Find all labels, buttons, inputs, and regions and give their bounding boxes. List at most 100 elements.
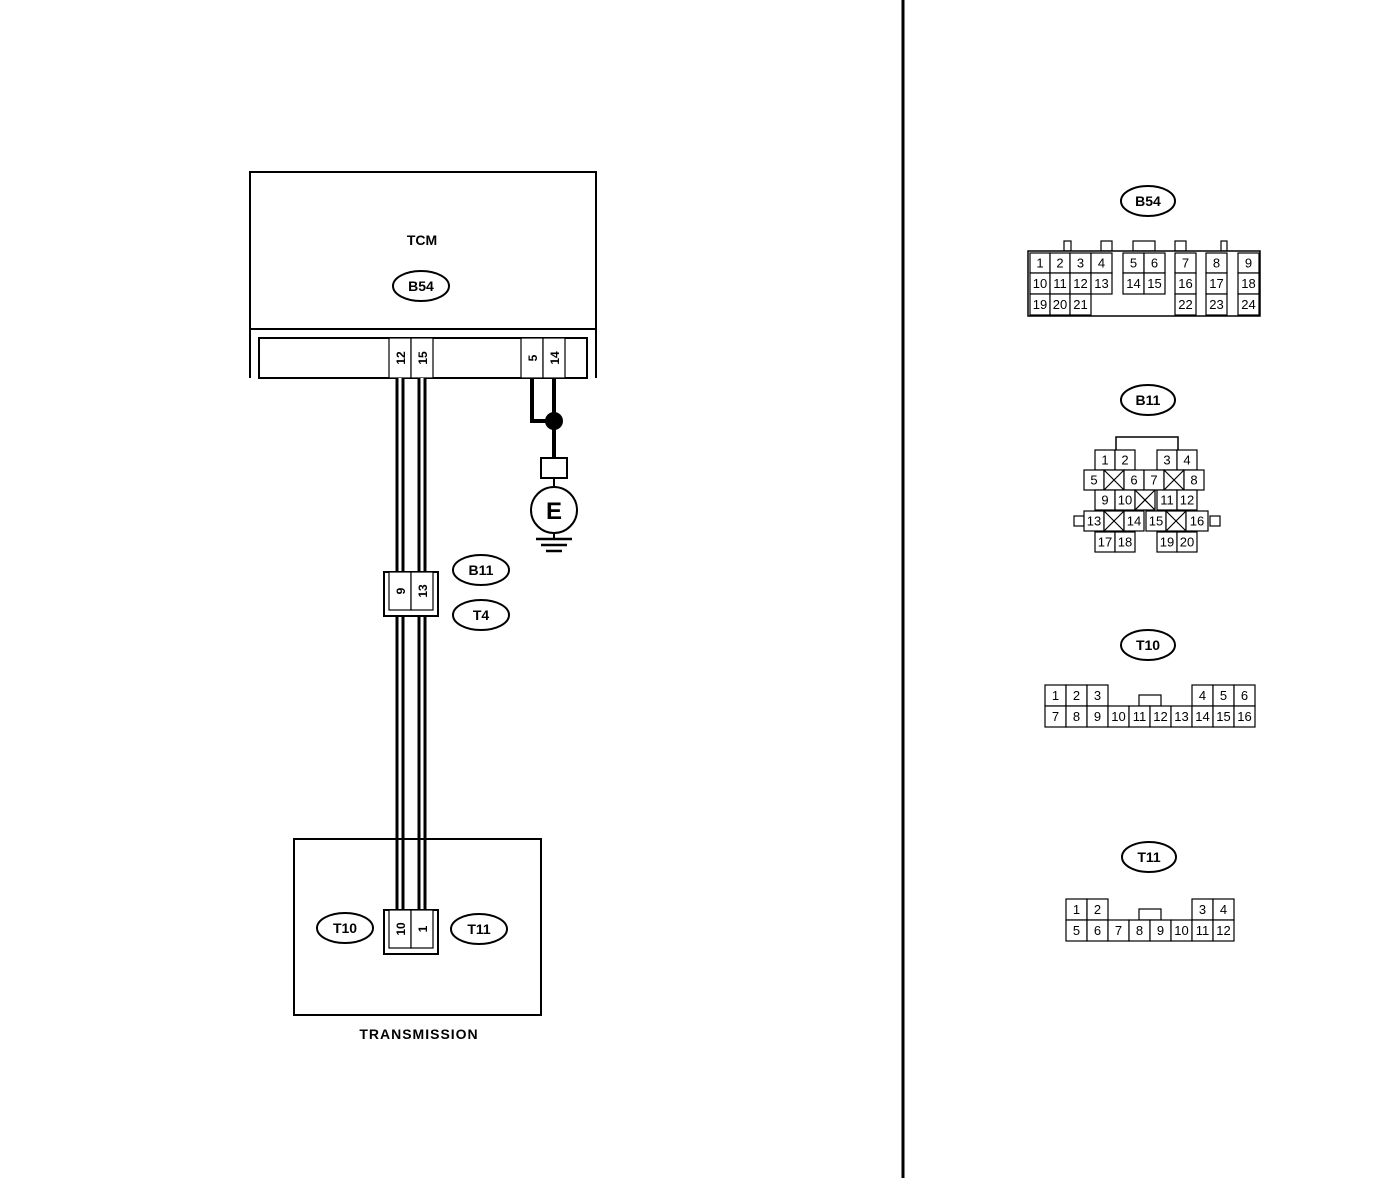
connector-t10-label: T10: [333, 920, 357, 936]
b11-pin-16: 16: [1190, 513, 1204, 528]
b54-pin-12: 12: [1073, 276, 1087, 291]
view-b54-label: B54: [1135, 193, 1161, 209]
t11-pin-2: 2: [1094, 902, 1101, 917]
b54-pin-4: 4: [1098, 256, 1105, 271]
t10-pin-3: 3: [1094, 688, 1101, 703]
tcm-pin-14: 14: [548, 351, 562, 365]
transmission-unit: 10 1 T10 T11 TRANSMISSION: [293, 838, 542, 1042]
t10-pin-15: 15: [1216, 709, 1230, 724]
tcm-title: TCM: [407, 232, 437, 248]
inline-pin-9: 9: [394, 587, 408, 594]
t11-pin-11: 11: [1196, 923, 1210, 938]
view-t10-label: T10: [1136, 637, 1160, 653]
tcm-connector-oval: [392, 270, 450, 302]
b54-pin-14: 14: [1126, 276, 1140, 291]
b11-pin-14: 14: [1127, 513, 1141, 528]
connector-t4-label: T4: [473, 607, 490, 623]
b11-pin-10: 10: [1118, 492, 1132, 507]
b54-pin-20: 20: [1053, 297, 1067, 312]
t11-pin-4: 4: [1220, 902, 1227, 917]
t11-pin-3: 3: [1199, 902, 1206, 917]
transmission-title: TRANSMISSION: [359, 1026, 478, 1042]
b54-pin-16: 16: [1178, 276, 1192, 291]
b54-pin-18: 18: [1241, 276, 1255, 291]
b11-pin-5: 5: [1090, 473, 1097, 488]
b54-pin-17: 17: [1209, 276, 1223, 291]
splice-point: [545, 412, 563, 430]
t10-pin-4: 4: [1199, 688, 1206, 703]
b11-pin-17: 17: [1098, 534, 1112, 549]
blank-cavity: [1103, 469, 1125, 491]
t10-pin-7: 7: [1052, 709, 1059, 724]
b54-pin-5: 5: [1130, 256, 1137, 271]
b54-pin-13: 13: [1094, 276, 1108, 291]
view-t11-label: T11: [1137, 849, 1161, 865]
b54-pin-7: 7: [1182, 256, 1189, 271]
t11-pin-9: 9: [1157, 923, 1164, 938]
b11-pin-7: 7: [1150, 473, 1157, 488]
blank-cavity: [1103, 510, 1125, 532]
tcm-connector-label: B54: [408, 278, 434, 294]
blank-cavity: [1163, 469, 1185, 491]
t11-pin-7: 7: [1115, 923, 1122, 938]
b54-pin-9: 9: [1245, 256, 1252, 271]
t11-pin-8: 8: [1136, 923, 1143, 938]
b11-pin-3: 3: [1163, 453, 1170, 468]
inline-pin-13: 13: [416, 584, 430, 598]
b11-pin-20: 20: [1180, 534, 1194, 549]
b11-pin-12: 12: [1180, 492, 1194, 507]
b54-pin-11: 11: [1053, 276, 1067, 291]
b11-pin-8: 8: [1190, 473, 1197, 488]
t11-pin-6: 6: [1094, 923, 1101, 938]
b11-pin-2: 2: [1121, 453, 1128, 468]
b54-pin-22: 22: [1178, 297, 1192, 312]
b54-pin-2: 2: [1056, 256, 1063, 271]
ground-label: E: [546, 498, 562, 525]
b54-pin-1: 1: [1036, 256, 1043, 271]
t10-pin-12: 12: [1153, 709, 1167, 724]
tcm-pin-5: 5: [526, 354, 540, 361]
t11-pin-12: 12: [1216, 923, 1230, 938]
b11-pin-19: 19: [1160, 534, 1174, 549]
ground-circuit: E: [530, 378, 578, 553]
t10-pin-9: 9: [1094, 709, 1101, 724]
b54-pin-10: 10: [1033, 276, 1047, 291]
t10-pin-13: 13: [1174, 709, 1188, 724]
b54-pin-24: 24: [1241, 297, 1255, 312]
b11-pin-11: 11: [1160, 492, 1174, 507]
b54-pin-23: 23: [1209, 297, 1223, 312]
t11-pin-5: 5: [1073, 923, 1080, 938]
t10-pin-11: 11: [1133, 709, 1147, 724]
connector-t11-label: T11: [467, 921, 491, 937]
ground-terminal: [540, 457, 568, 479]
b54-pin-19: 19: [1033, 297, 1047, 312]
b54-pin-15: 15: [1147, 276, 1161, 291]
t10-pin-5: 5: [1220, 688, 1227, 703]
b11-pin-15: 15: [1149, 513, 1163, 528]
t10-pin-14: 14: [1195, 709, 1209, 724]
b54-pin-6: 6: [1151, 256, 1158, 271]
t10-pin-10: 10: [1111, 709, 1125, 724]
t10-pin-1: 1: [1052, 688, 1059, 703]
b11-pin-13: 13: [1087, 513, 1101, 528]
tcm-unit: TCM B54 12 15 5 14: [249, 171, 597, 379]
t11-pin-1: 1: [1073, 902, 1080, 917]
signal-wires: [395, 378, 427, 914]
view-b11-label: B11: [1136, 392, 1161, 408]
b11-pin-1: 1: [1101, 453, 1108, 468]
trans-pin-1: 1: [416, 925, 430, 932]
b11-pin-4: 4: [1183, 453, 1190, 468]
tcm-pin-15: 15: [416, 351, 430, 365]
t11-pin-10: 10: [1174, 923, 1188, 938]
blank-cavity: [1134, 489, 1156, 511]
b11-pin-6: 6: [1130, 473, 1137, 488]
t10-pin-6: 6: [1241, 688, 1248, 703]
b11-pin-9: 9: [1101, 493, 1108, 508]
tcm-pin-12: 12: [394, 351, 408, 365]
t10-pin-16: 16: [1237, 709, 1251, 724]
